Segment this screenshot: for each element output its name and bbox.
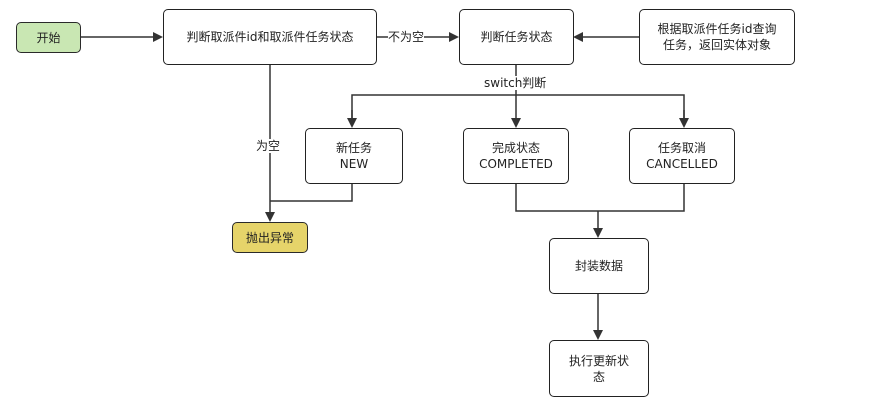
node-completed-line1: 完成状态 [491, 141, 540, 155]
node-new-task: 新任务 NEW [305, 128, 403, 184]
edge-completed-to-pack [515, 184, 685, 212]
node-update-status-line2: 态 [592, 369, 605, 384]
node-completed-line2: COMPLETED [479, 157, 553, 171]
node-cancelled-line1: 任务取消 [657, 141, 706, 155]
node-start-label: 开始 [36, 30, 61, 45]
node-new-task-line1: 新任务 [335, 141, 372, 155]
node-throw-error: 抛出异常 [232, 222, 308, 253]
edge-label-empty: 为空 [256, 139, 281, 153]
edge-label-not-empty: 不为空 [388, 30, 425, 44]
node-new-task-line2: NEW [339, 157, 369, 171]
node-query-task-line2: 任务，返回实体对象 [662, 38, 771, 52]
edge-label-switch: switch判断 [484, 76, 547, 90]
node-cancelled-line2: CANCELLED [646, 157, 718, 171]
node-query-task: 根据取派件任务id查询 任务，返回实体对象 [639, 9, 795, 65]
node-completed: 完成状态 COMPLETED [463, 128, 569, 184]
node-check-ids: 判断取派件id和取派件任务状态 [163, 9, 377, 65]
node-pack-data-label: 封装数据 [574, 259, 623, 273]
edge-switch-to-new [351, 94, 685, 126]
node-query-task-line1: 根据取派件任务id查询 [657, 22, 777, 36]
node-start: 开始 [16, 22, 81, 53]
node-cancelled: 任务取消 CANCELLED [629, 128, 735, 184]
node-update-status: 执行更新状 态 [549, 340, 649, 397]
node-check-status: 判断任务状态 [459, 9, 574, 65]
node-check-ids-label: 判断取派件id和取派件任务状态 [186, 30, 354, 44]
node-throw-error-label: 抛出异常 [245, 230, 294, 245]
edge-new-to-error [270, 184, 353, 202]
node-check-status-label: 判断任务状态 [480, 30, 553, 44]
node-update-status-line1: 执行更新状 [568, 353, 629, 368]
node-pack-data: 封装数据 [549, 238, 649, 294]
